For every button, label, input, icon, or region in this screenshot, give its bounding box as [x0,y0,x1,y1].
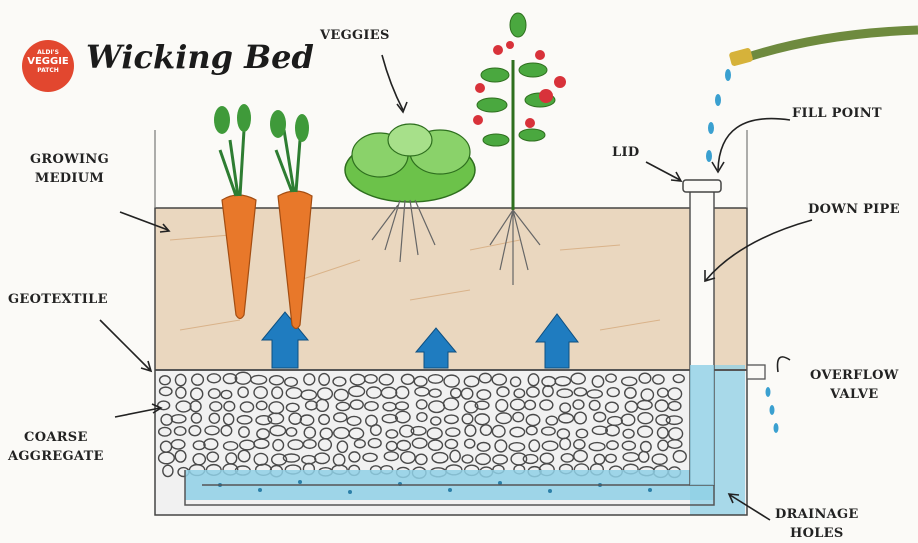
label-coarse-aggregate: COARSE AGGREGATE [8,428,104,466]
hose [745,30,918,58]
overflow-pipe [747,365,765,379]
label-lid: LID [612,143,639,162]
label-fill-point: FILL POINT [792,104,882,123]
label-geotextile: GEOTEXTILE [8,290,108,309]
label-drainage-holes: DRAINAGE HOLES [775,505,859,543]
label-growing-medium: GROWING MEDIUM [30,150,109,188]
water-drops [706,69,731,162]
label-down-pipe: DOWN PIPE [808,200,900,219]
veggie-patch-logo: ALDI'S VEGGIE PATCH [22,40,74,92]
lid [683,180,721,192]
label-overflow-valve: OVERFLOW VALVE [810,366,899,404]
label-veggies: VEGGIES [320,26,390,45]
diagram-title: Wicking Bed [86,38,314,76]
